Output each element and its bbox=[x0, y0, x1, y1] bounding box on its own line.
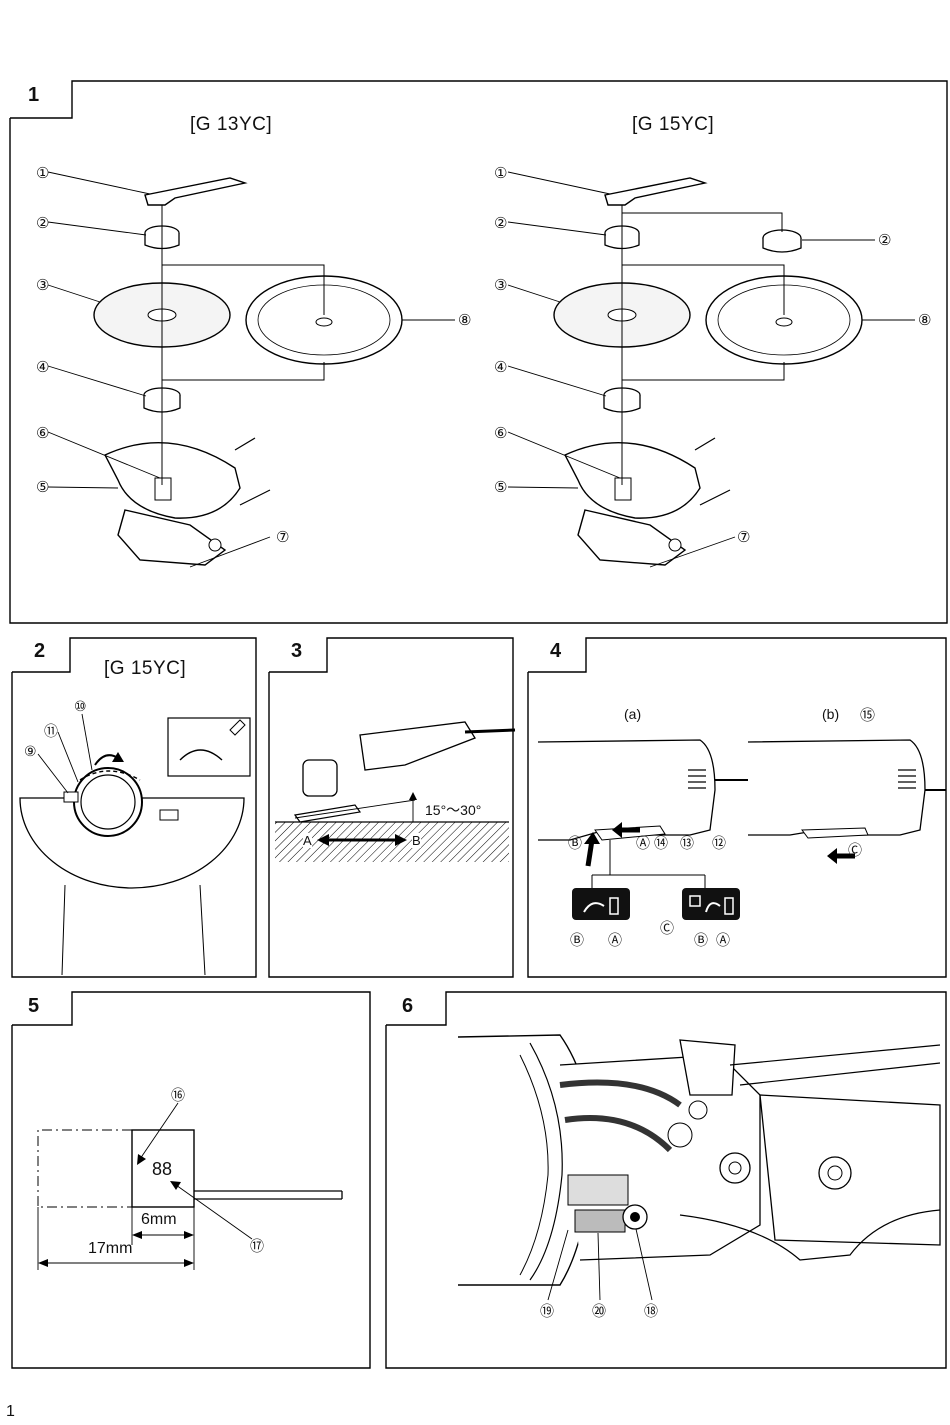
label-a-arrow: Ⓐ bbox=[636, 835, 650, 851]
label-b-arrow: Ⓑ bbox=[568, 835, 582, 851]
callout-18: ⑱ bbox=[644, 1303, 658, 1319]
callout-3-right: ③ bbox=[494, 277, 508, 294]
grinder-exploded-view-left bbox=[47, 171, 455, 568]
figure-1: 1 [G 13YC] [G 15YC] bbox=[0, 70, 950, 630]
angle-label: 15°～30° bbox=[425, 802, 482, 818]
callout-7-left: ⑦ bbox=[276, 529, 290, 546]
callout-2-left: ② bbox=[36, 215, 50, 232]
figure-1-number: 1 bbox=[28, 84, 40, 106]
callout-20: ⑳ bbox=[592, 1303, 606, 1319]
callout-1-left: ① bbox=[36, 165, 50, 182]
figure-5-frame bbox=[11, 991, 371, 1369]
box2-label-c: Ⓒ bbox=[660, 920, 674, 936]
callout-4-right: ④ bbox=[494, 359, 508, 376]
callout-2-right: ② bbox=[494, 215, 508, 232]
callout-10: ⑩ bbox=[74, 698, 87, 714]
figure-6: 6 ⑲ ⑳ ⑱ bbox=[380, 985, 950, 1375]
figure-6-frame bbox=[385, 991, 947, 1369]
figure-5: 5 ⑯ 88 ⑰ 6mm 17mm bbox=[0, 985, 380, 1375]
callout-4-left: ④ bbox=[36, 359, 50, 376]
callout-2b-right: ② bbox=[878, 232, 892, 249]
callout-8-right: ⑧ bbox=[918, 312, 932, 329]
callout-1-right: ① bbox=[494, 165, 508, 182]
model-label-left: [G 13YC] bbox=[190, 114, 273, 135]
callout-6-left: ⑥ bbox=[36, 425, 50, 442]
figure-2-number: 2 bbox=[34, 640, 46, 662]
callout-14: ⑭ bbox=[654, 835, 668, 851]
figure-3: 3 15°～30° A B bbox=[265, 630, 520, 985]
callout-12: ⑫ bbox=[712, 835, 726, 851]
figure-3-frame bbox=[268, 637, 516, 978]
figure-6-number: 6 bbox=[402, 995, 414, 1017]
callout-5-left: ⑤ bbox=[36, 479, 50, 496]
callout-19: ⑲ bbox=[540, 1303, 554, 1319]
page-number: 1 bbox=[6, 1403, 15, 1420]
figure-4: 4 (a) (b) ⑮ Ⓑ Ⓐ ⑭ ⑬ ⑫ Ⓒ Ⓑ Ⓐ Ⓒ Ⓑ Ⓐ bbox=[520, 630, 950, 985]
callout-9: ⑨ bbox=[24, 743, 37, 759]
dimension-6mm: 6mm bbox=[141, 1211, 177, 1228]
figure-3-number: 3 bbox=[291, 640, 303, 662]
figure-2-model: [G 15YC] bbox=[104, 658, 187, 679]
callout-3-left: ③ bbox=[36, 277, 50, 294]
figure-4-number: 4 bbox=[550, 640, 562, 662]
figure-5-number: 5 bbox=[28, 995, 40, 1017]
callout-11: ⑪ bbox=[44, 723, 58, 739]
callout-8-left: ⑧ bbox=[458, 312, 472, 329]
box1-label-a: Ⓐ bbox=[608, 932, 622, 948]
box2-label-a: Ⓐ bbox=[716, 932, 730, 948]
model-label-right: [G 15YC] bbox=[632, 114, 715, 135]
callout-7-right: ⑦ bbox=[737, 529, 751, 546]
callout-17: ⑰ bbox=[250, 1238, 264, 1254]
grinder-exploded-view-right bbox=[507, 171, 915, 568]
sub-label-b: (b) bbox=[822, 706, 840, 722]
box1-label-b: Ⓑ bbox=[570, 932, 584, 948]
figure-1-frame bbox=[9, 80, 948, 624]
sub-label-a: (a) bbox=[624, 706, 642, 722]
figure-4-frame bbox=[527, 637, 947, 978]
callout-6-right: ⑥ bbox=[494, 425, 508, 442]
callout-16: ⑯ bbox=[171, 1087, 185, 1103]
callout-13: ⑬ bbox=[680, 835, 694, 851]
brush-code: 88 bbox=[152, 1159, 173, 1179]
figure-2: 2 [G 15YC] ⑩ ⑪ ⑨ bbox=[0, 630, 265, 985]
point-b: B bbox=[412, 833, 421, 848]
label-c-arrow: Ⓒ bbox=[848, 842, 862, 858]
point-a: A bbox=[303, 833, 312, 848]
box2-label-b: Ⓑ bbox=[694, 932, 708, 948]
callout-5-right: ⑤ bbox=[494, 479, 508, 496]
dimension-17mm: 17mm bbox=[88, 1240, 133, 1257]
callout-15: ⑮ bbox=[860, 707, 876, 724]
figure-2-frame bbox=[11, 637, 257, 978]
